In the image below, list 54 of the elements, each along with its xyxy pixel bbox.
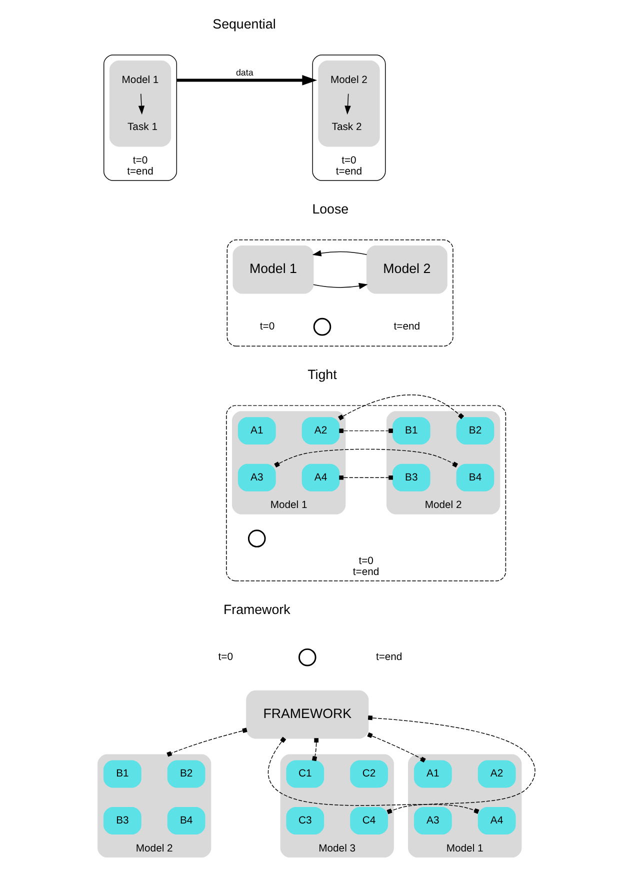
connector (268, 736, 480, 814)
cluster (226, 240, 454, 346)
node-box: Model 1 (232, 245, 314, 294)
node-box: A4 (302, 464, 340, 492)
node-label: t=end (376, 652, 402, 664)
node-box: A1 (238, 417, 276, 445)
node-clock (298, 648, 316, 666)
arrow (138, 93, 145, 115)
node-text: Task 2 (332, 122, 362, 133)
node-label: t=0 (260, 322, 275, 333)
node-box: B4 (456, 464, 494, 492)
node-box: C1 (286, 760, 324, 788)
node-box: C3 (286, 807, 324, 835)
node-label: t=0 (218, 652, 234, 664)
arrow (344, 93, 351, 115)
node-box: FRAMEWORK (246, 690, 369, 739)
node-box: B3 (392, 464, 430, 492)
connector (339, 475, 393, 480)
node-text: Model 1 (122, 74, 159, 86)
node-box: B2 (167, 760, 206, 788)
arrow (176, 75, 318, 86)
connector (338, 394, 464, 420)
node-box: B2 (456, 417, 494, 445)
cluster (109, 60, 172, 147)
label: Sequential (212, 16, 276, 32)
node-box: A2 (302, 417, 340, 445)
node-box: A2 (478, 760, 516, 788)
edge-label: data (236, 67, 254, 78)
connector (367, 732, 426, 763)
node-box: B4 (167, 807, 206, 835)
label: Loose (312, 201, 349, 216)
node-box: C2 (350, 760, 388, 788)
node-text: Model 2 (330, 74, 368, 86)
connector (274, 448, 458, 468)
node-box: C4 (350, 807, 388, 835)
node-box: B3 (103, 807, 142, 835)
label: Framework (223, 602, 290, 617)
node-box: A3 (238, 464, 276, 492)
cluster (318, 60, 380, 147)
node-box: B1 (392, 417, 430, 445)
node-box: A4 (478, 807, 516, 835)
connector (166, 728, 248, 757)
node-box: A3 (414, 807, 452, 835)
arrow (312, 250, 368, 256)
node-clock (248, 530, 266, 548)
node-box: B1 (103, 760, 142, 788)
label: Tight (308, 367, 337, 382)
node-text: Task 1 (127, 122, 158, 133)
node-clock (313, 318, 332, 336)
node-box: Model 2 (366, 245, 448, 294)
node-label: t=end (394, 322, 420, 333)
node-box: A1 (414, 760, 452, 788)
connector (368, 716, 536, 814)
arrow (313, 282, 368, 290)
